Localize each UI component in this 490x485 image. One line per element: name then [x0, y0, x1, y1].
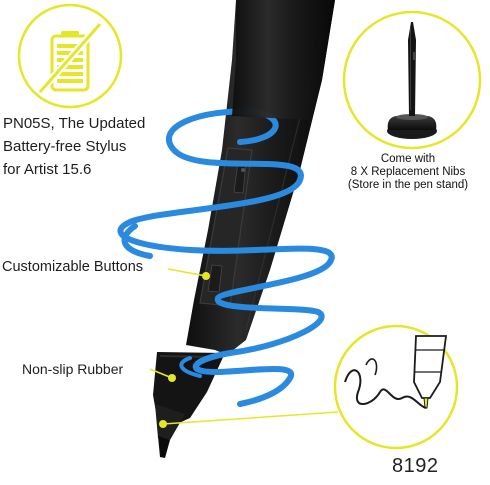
pen-stand-line: (Store in the pen stand): [347, 179, 469, 191]
blue-scribble: [117, 107, 335, 407]
non-slip-rubber-label: Non-slip Rubber: [22, 361, 124, 377]
stylus-name-line: PN05S, The Updated: [3, 115, 146, 132]
pen-stand-line: 8 X Replacement Nibs: [350, 166, 466, 178]
rubber-callout-pointer: [149, 368, 176, 382]
stylus-name-line: for Artist 15.6: [3, 161, 92, 178]
pen-upper-overlay: [232, 0, 335, 120]
pen-tip-drawing-icon: [333, 324, 459, 450]
stylus-name-line: Battery-free Stylus: [3, 138, 127, 155]
pen-stand-icon: [342, 10, 482, 150]
customizable-buttons-label: Customizable Buttons: [2, 259, 144, 275]
pen-stand-line: Come with: [380, 153, 436, 165]
button-callout-pointer: [167, 268, 210, 280]
pen-stand-text: Come with 8 X Replacement Nibs (Store in…: [328, 153, 488, 192]
pressure-levels-text: 8192: [392, 455, 439, 477]
tip-callout-pointer: [159, 411, 339, 428]
battery-free-icon: [17, 3, 123, 109]
stylus-name-text: PN05S, The Updated Battery-free Stylus f…: [3, 112, 203, 181]
